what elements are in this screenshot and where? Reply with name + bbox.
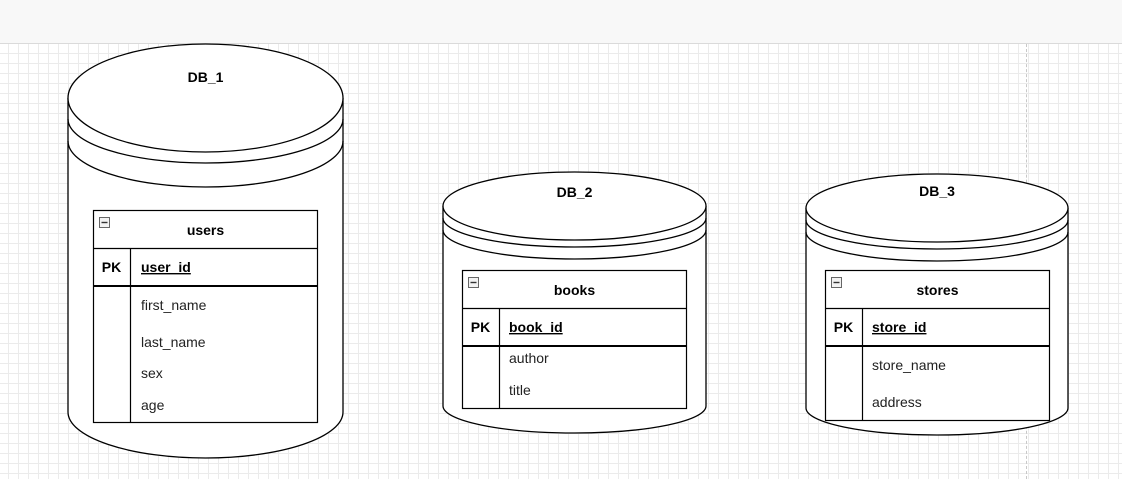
- users-table[interactable]: users PK user_id first_name last_name se…: [92, 209, 319, 424]
- db-3-cylinder-band-1: [805, 219, 1069, 250]
- db-2-cylinder-band-1: [442, 217, 707, 248]
- db-2-cylinder-top: [442, 171, 707, 241]
- db-2-cylinder-band-2: [442, 229, 707, 260]
- database-db-2[interactable]: DB_2 books PK book_id author title: [442, 171, 707, 434]
- db-3-cylinder-band-2: [805, 231, 1069, 262]
- toolbar: [0, 0, 1122, 44]
- users-field[interactable]: age: [141, 397, 165, 413]
- db-1-label: DB_1: [188, 69, 224, 85]
- users-key-field[interactable]: user_id: [141, 259, 191, 275]
- books-field[interactable]: title: [509, 382, 531, 398]
- stores-field[interactable]: store_name: [872, 357, 946, 373]
- users-table-frame: [92, 209, 319, 424]
- books-table[interactable]: books PK book_id author title: [461, 269, 688, 410]
- stores-key-field[interactable]: store_id: [872, 319, 926, 335]
- database-db-3[interactable]: DB_3 stores PK store_id store_name addre…: [805, 173, 1069, 436]
- collapse-icon[interactable]: [831, 277, 842, 288]
- books-pk-label: PK: [471, 319, 490, 335]
- users-field[interactable]: first_name: [141, 297, 207, 313]
- stores-table-title[interactable]: stores: [916, 282, 958, 298]
- users-table-title[interactable]: users: [187, 222, 225, 238]
- books-table-title[interactable]: books: [554, 282, 595, 298]
- collapse-icon[interactable]: [99, 217, 110, 228]
- database-db-1[interactable]: DB_1 users PK user_id first_name last_na…: [67, 43, 344, 459]
- books-field[interactable]: author: [509, 350, 549, 366]
- collapse-icon[interactable]: [468, 277, 479, 288]
- stores-table[interactable]: stores PK store_id store_name address: [824, 269, 1051, 422]
- db-3-label: DB_3: [919, 183, 955, 199]
- stores-pk-label: PK: [834, 319, 853, 335]
- db-1-cylinder-band-2: [67, 140, 344, 188]
- db-3-cylinder-top: [805, 173, 1069, 243]
- users-field[interactable]: last_name: [141, 334, 206, 350]
- users-pk-label: PK: [102, 259, 121, 275]
- stores-field[interactable]: address: [872, 394, 922, 410]
- db-2-label: DB_2: [557, 184, 593, 200]
- users-field[interactable]: sex: [141, 365, 163, 381]
- db-1-cylinder-band-1: [67, 118, 344, 164]
- db-1-cylinder-top: [67, 43, 344, 153]
- books-key-field[interactable]: book_id: [509, 319, 563, 335]
